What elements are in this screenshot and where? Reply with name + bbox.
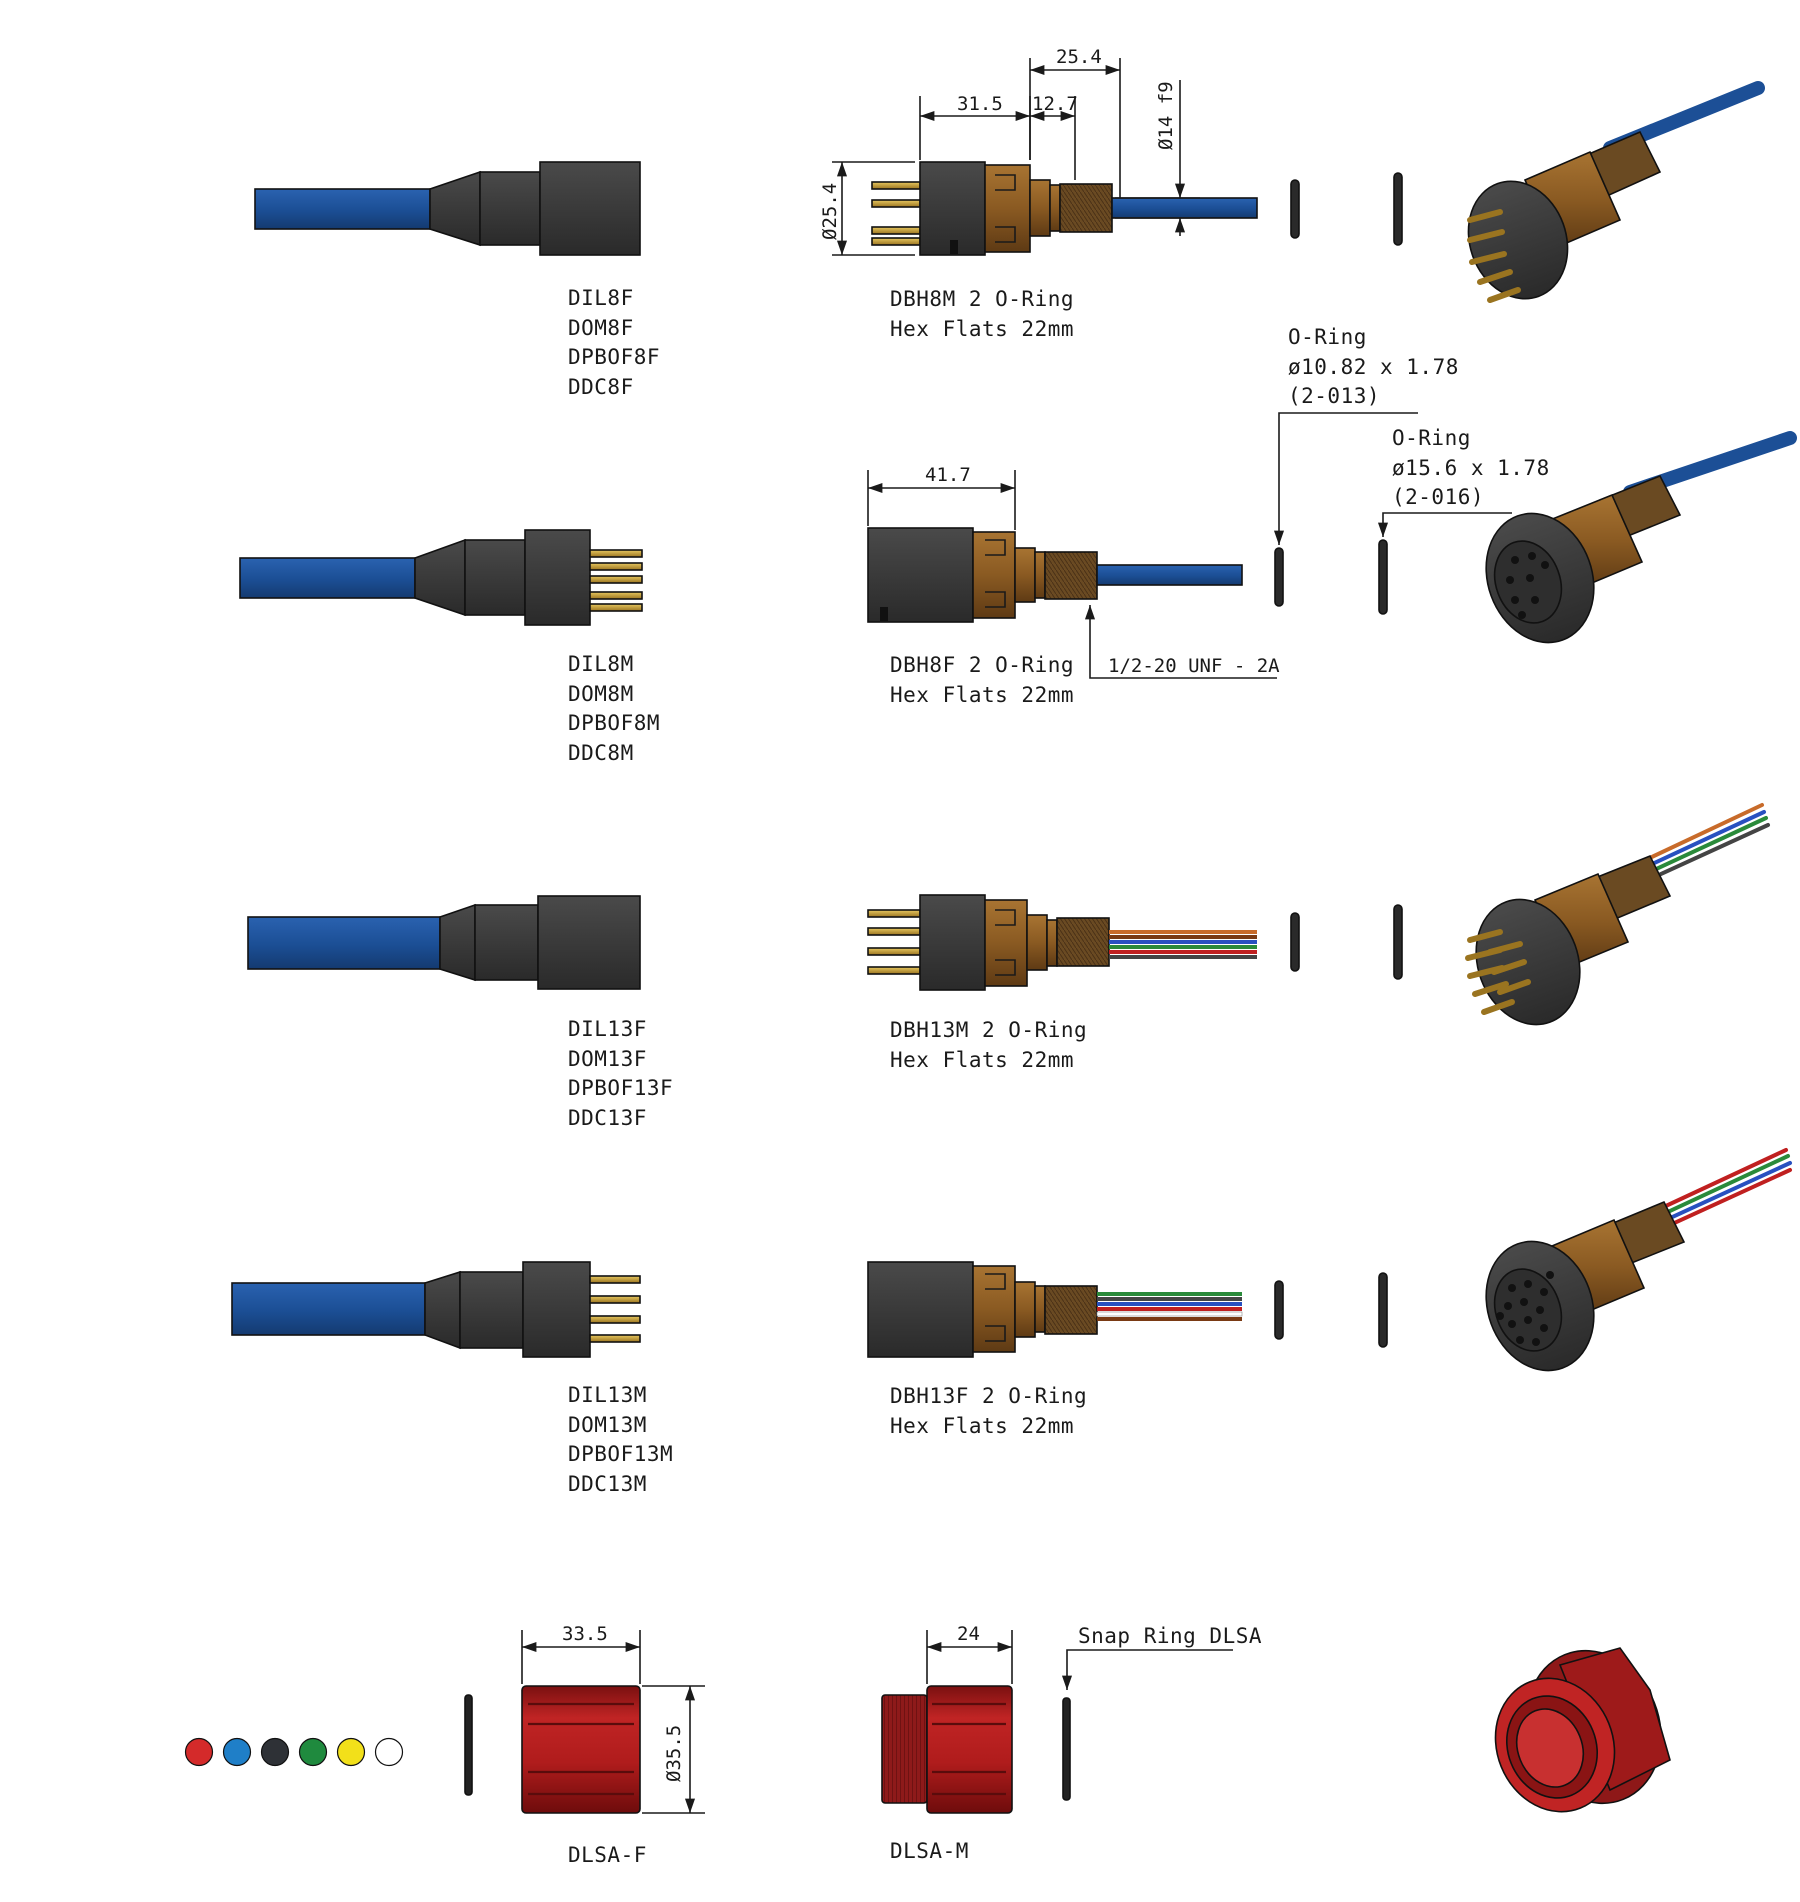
row3-cable-label-2: DOM13F [568,1046,647,1071]
row3-cable-label-3: DPBOF13F [568,1076,674,1100]
oring-small-code: (2-013) [1288,384,1381,408]
row2-cable-labels: DIL8M DOM8M DPBOF8M DDC8M [568,650,660,768]
row1-cable-label-3: DPBOF8F [568,345,661,369]
dim-dia35-5: Ø35.5 [663,1725,685,1782]
thread-spec-label: 1/2-20 UNF - 2A [1108,655,1280,677]
row2-cable-label-4: DDC8M [568,740,634,765]
color-swatch-6 [374,1737,404,1767]
dim-dia14: Ø14 f9 [1155,81,1177,150]
dim-dia25-4: Ø25.4 [819,183,841,240]
color-swatch-2 [222,1737,252,1767]
oring-large-code: (2-016) [1392,485,1485,509]
color-swatch-3 [260,1737,290,1767]
dim-25-4-top: 25.4 [1056,46,1102,68]
oring-large-row2 [1378,539,1388,615]
bulkhead-dbh8f [867,527,1243,623]
row1-dimensions [832,58,1200,256]
row3-cable-label-4: DDC13F [568,1105,647,1130]
oring-small-title: O-Ring [1288,325,1367,349]
bulkhead-dbh8f-3d-view [1485,431,1797,644]
oring-small-row3 [1290,912,1300,972]
dim-41-7: 41.7 [925,464,971,486]
dlsa-f-dimensions [521,1630,705,1814]
cable-connector-dil8m [239,529,643,626]
oring-small-row4 [1274,1280,1284,1340]
dlsa-f-label: DLSA-F [568,1843,647,1867]
oring-large-title: O-Ring [1392,426,1471,450]
row2-bulkhead-label-1: DBH8F 2 O-Ring [890,653,1075,677]
row4-cable-label-2: DOM13M [568,1412,647,1437]
row1-bulkhead-labels: DBH8M 2 O-Ring Hex Flats 22mm [890,285,1074,344]
oring-small-size: ø10.82 x 1.78 [1288,354,1459,379]
row4-bulkhead-label-1: DBH13F 2 O-Ring [890,1384,1088,1408]
snap-ring-dlsa [1062,1697,1071,1801]
row3-bulkhead-label-1: DBH13M 2 O-Ring [890,1018,1088,1042]
snap-ring-label: Snap Ring DLSA [1078,1624,1263,1648]
row2-cable-label-3: DPBOF8M [568,711,661,735]
row1-cable-labels: DIL8F DOM8F DPBOF8F DDC8F [568,284,660,402]
row4-cable-labels: DIL13M DOM13M DPBOF13M DDC13M [568,1381,673,1499]
bulkhead-dbh13f-3d-view [1485,1148,1792,1372]
locking-sleeve-dlsa-f [521,1685,641,1814]
oring-small-row1 [1290,179,1300,239]
oring-large-size: ø15.6 x 1.78 [1392,455,1550,480]
row2-bulkhead-label-2: Hex Flats 22mm [890,682,1075,707]
row1-bulkhead-label-1: DBH8M 2 O-Ring [890,287,1075,311]
oring-large-callout: O-Ring ø15.6 x 1.78 (2-016) [1392,424,1550,513]
row2-cable-label-2: DOM8M [568,681,634,706]
bulkhead-dbh13f [867,1261,1243,1358]
dim-24: 24 [957,1623,980,1645]
row1-cable-label-4: DDC8F [568,374,634,399]
oring-small-callout: O-Ring ø10.82 x 1.78 (2-013) [1288,323,1459,412]
locking-sleeve-dlsa-m [881,1685,1013,1814]
oring-large-row4 [1378,1272,1388,1348]
oring-large-row1 [1393,172,1403,246]
oring-small-row2 [1274,547,1284,607]
row2-dimensions [867,470,1277,679]
row2-bulkhead-labels: DBH8F 2 O-Ring Hex Flats 22mm [890,651,1074,710]
cable-connector-dil13f [247,895,641,990]
row3-bulkhead-label-2: Hex Flats 22mm [890,1047,1075,1072]
dim-12-7: 12.7 [1032,93,1078,115]
dlsa-m-dimensions [926,1630,1233,1690]
oring-callout-leaders [1273,412,1512,545]
row1-bulkhead-label-2: Hex Flats 22mm [890,316,1075,341]
bulkhead-dbh13m-3d-view [1465,803,1770,1026]
dim-33-5: 33.5 [562,1623,608,1645]
color-swatches [184,1737,404,1767]
color-swatch-1 [184,1737,214,1767]
oring-large-row3 [1393,904,1403,980]
locking-sleeve-3d-view [1494,1647,1671,1813]
row4-bulkhead-label-2: Hex Flats 22mm [890,1413,1075,1438]
row3-bulkhead-labels: DBH13M 2 O-Ring Hex Flats 22mm [890,1016,1087,1075]
dlsa-m-label: DLSA-M [890,1839,969,1863]
row1-cable-label-1: DIL8F [568,286,634,310]
row4-cable-label-3: DPBOF13M [568,1442,674,1466]
bulkhead-dbh8m [871,161,1258,256]
row4-cable-label-1: DIL13M [568,1383,647,1407]
color-swatch-5 [336,1737,366,1767]
row4-cable-label-4: DDC13M [568,1471,647,1496]
cable-connector-dil8f [254,161,641,256]
row1-cable-label-2: DOM8F [568,315,634,340]
dim-31-5: 31.5 [957,93,1003,115]
cable-connector-dil13m [231,1261,641,1358]
row2-cable-label-1: DIL8M [568,652,634,676]
bulkhead-dbh13m [867,894,1257,991]
row4-bulkhead-labels: DBH13F 2 O-Ring Hex Flats 22mm [890,1382,1087,1441]
snap-ring-left [464,1694,473,1796]
row3-cable-labels: DIL13F DOM13F DPBOF13F DDC13F [568,1015,673,1133]
color-swatch-4 [298,1737,328,1767]
bulkhead-dbh8m-3d-view [1467,81,1765,303]
row3-cable-label-1: DIL13F [568,1017,647,1041]
